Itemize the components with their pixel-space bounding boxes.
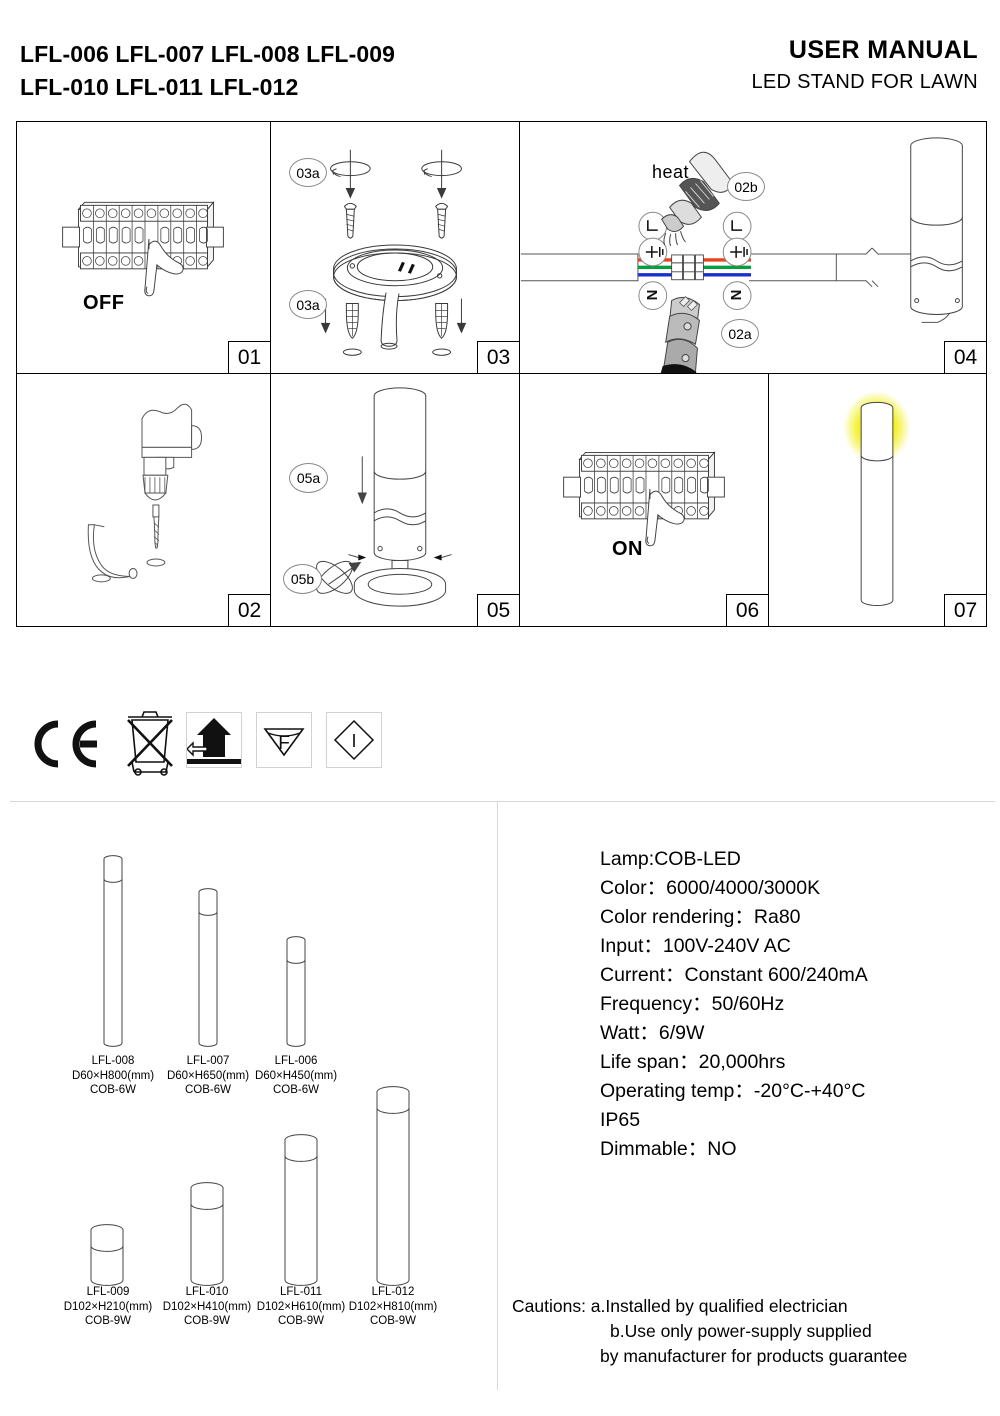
- wire-splice-illustration: N N: [520, 137, 963, 373]
- product-figure-lfl-010: [184, 1180, 230, 1293]
- step-panel-01-number: 01: [228, 341, 271, 374]
- callout-03a-top: 03a: [289, 158, 327, 187]
- page-subtitle: LED STAND FOR LAWN: [751, 71, 978, 93]
- product-label-lfl-011: LFL-011 D102×H610(mm) COB-9W: [256, 1286, 346, 1327]
- step-panel-02-figure: [17, 374, 270, 626]
- product-figure-lfl-007: [191, 885, 225, 1055]
- svg-text:I: I: [351, 731, 356, 751]
- caution-line-b: b.Use only power-supply supplied: [610, 1321, 872, 1341]
- model-numbers-line-1: LFL-006 LFL-007 LFL-008 LFL-009: [20, 41, 395, 67]
- step-panel-01-figure: [17, 122, 270, 373]
- svg-text:N: N: [643, 290, 659, 301]
- product-label-lfl-010: LFL-010 D102×H410(mm) COB-9W: [162, 1286, 252, 1327]
- step-panel-01: OFF 01: [16, 121, 271, 374]
- step-panel-02: 02: [16, 373, 271, 627]
- step-panel-04: N N: [519, 121, 987, 374]
- specifications-list: Lamp:COB-LED Color：6000/4000/3000K Color…: [600, 845, 980, 1164]
- callout-05a: 05a: [289, 463, 328, 493]
- weee-bin-icon: [122, 708, 178, 783]
- step-panel-06-caption: ON: [612, 538, 643, 560]
- ce-mark-icon: [30, 718, 100, 775]
- cautions-block: Cautions: a.Installed by qualified elect…: [512, 1294, 982, 1369]
- breaker-on-illustration: [563, 451, 725, 547]
- product-label-lfl-009: LFL-009 D102×H210(mm) COB-9W: [63, 1286, 153, 1327]
- spec-current: Current：Constant 600/240mA: [600, 964, 868, 986]
- caution-line-b-cont: by manufacturer for products guarantee: [600, 1346, 908, 1366]
- callout-02b: 02b: [727, 172, 765, 201]
- model-numbers-line-2: LFL-010 LFL-011 LFL-012: [20, 73, 299, 100]
- product-lineup-row-2: LFL-009 D102×H210(mm) COB-9W LFL-010 D10…: [40, 1080, 460, 1355]
- spec-input: Input：100V-240V AC: [600, 935, 791, 957]
- spec-dimmable: Dimmable：NO: [600, 1138, 737, 1160]
- spec-lamp: Lamp:COB-LED: [600, 848, 741, 870]
- drill-illustration: [87, 403, 203, 583]
- product-lineup-row-1: LFL-008 D60×H800(mm) COB-6W LFL-007 D60×…: [40, 840, 370, 1096]
- step-panel-04-figure: N N: [520, 122, 986, 373]
- product-figure-lfl-009: [84, 1222, 130, 1293]
- product-label-lfl-012: LFL-012 D102×H810(mm) COB-9W: [348, 1286, 438, 1327]
- breaker-off-illustration: [62, 201, 224, 297]
- mounting-surface-icon: [186, 712, 242, 768]
- f-rating-icon: F: [256, 712, 312, 768]
- step-panel-04-caption: heat: [652, 162, 690, 182]
- spec-frequency: Frequency：50/60Hz: [600, 993, 785, 1015]
- step-panel-03-number: 03: [477, 341, 520, 374]
- title-block: USER MANUAL LED STAND FOR LAWN: [751, 36, 978, 94]
- step-panel-07: 07: [768, 373, 987, 627]
- step-panel-06-figure: [520, 374, 768, 626]
- step-panel-05-figure: [271, 374, 519, 626]
- page-title: USER MANUAL: [788, 36, 978, 64]
- step-panel-02-number: 02: [228, 594, 271, 627]
- document-header: LFL-006 LFL-007 LFL-008 LFL-009 LFL-010 …: [0, 0, 1000, 110]
- spec-ip-rating: IP65: [600, 1109, 641, 1131]
- product-figure-lfl-011: [278, 1132, 324, 1293]
- step-panel-01-caption: OFF: [83, 292, 125, 314]
- spec-watt: Watt：6/9W: [600, 1022, 705, 1044]
- callout-05b: 05b: [283, 564, 322, 594]
- svg-text:N: N: [727, 290, 743, 301]
- step-panel-05-number: 05: [477, 594, 520, 627]
- model-numbers: LFL-006 LFL-007 LFL-008 LFL-009 LFL-010 …: [20, 38, 540, 103]
- callout-03a-bottom: 03a: [289, 290, 327, 319]
- section-divider-horizontal: [10, 801, 995, 802]
- caution-line-a: Cautions: a.Installed by qualified elect…: [512, 1296, 848, 1316]
- step-panel-03-figure: [271, 122, 519, 373]
- product-figure-lfl-006: [279, 933, 313, 1055]
- product-label-lfl-008: LFL-008 D60×H800(mm) COB-6W: [71, 1055, 155, 1096]
- spec-color: Color：6000/4000/3000K: [600, 877, 821, 899]
- spec-color-rendering: Color rendering：Ra80: [600, 906, 801, 928]
- class-i-icon: I: [326, 712, 382, 768]
- step-panel-05: 05a 05b 05: [270, 373, 520, 627]
- step-panel-07-figure: [769, 374, 986, 626]
- spec-operating-temp: Operating temp：-20°C-+40°C: [600, 1080, 866, 1102]
- certification-symbols: F I: [30, 700, 450, 790]
- spec-life-span: Life span：20,000hrs: [600, 1051, 786, 1073]
- step-panel-04-number: 04: [944, 341, 987, 374]
- step-panel-07-number: 07: [944, 594, 987, 627]
- section-divider-vertical: [497, 802, 498, 1390]
- instruction-panel-grid: OFF 01: [16, 121, 987, 627]
- step-panel-06: ON 06: [519, 373, 769, 627]
- lamp-illuminated-illustration: [843, 391, 911, 607]
- post-mounting-illustration: [316, 387, 452, 607]
- callout-02a: 02a: [721, 319, 759, 348]
- product-figure-lfl-012: [370, 1084, 416, 1293]
- svg-text:F: F: [278, 733, 290, 754]
- product-label-lfl-006: LFL-006 D60×H450(mm) COB-6W: [254, 1055, 338, 1096]
- step-panel-03: 03a 03a 03: [270, 121, 520, 374]
- product-label-lfl-007: LFL-007 D60×H650(mm) COB-6W: [166, 1055, 250, 1096]
- step-panel-06-number: 06: [726, 594, 769, 627]
- product-figure-lfl-008: [96, 852, 130, 1055]
- base-plate-mounting-illustration: [320, 149, 467, 356]
